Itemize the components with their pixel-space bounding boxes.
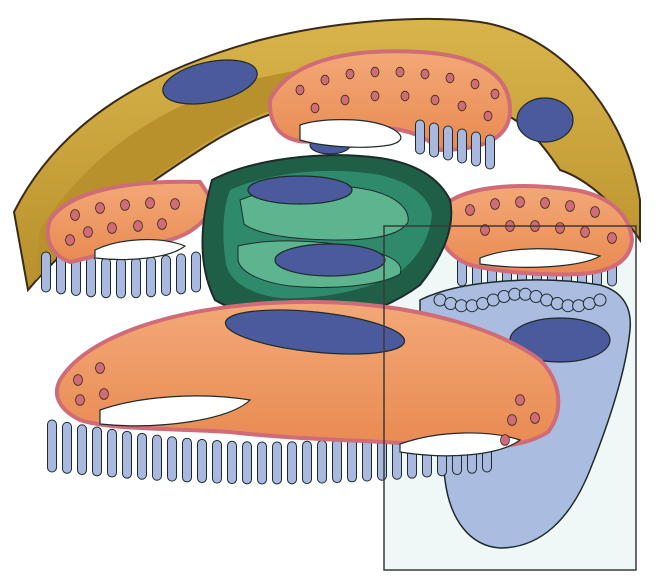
microvillus-icon — [551, 298, 563, 310]
pore-icon — [491, 199, 500, 210]
villus-icon — [102, 258, 111, 298]
villus-icon — [258, 442, 267, 484]
villus-icon — [228, 441, 237, 483]
pore-icon — [516, 197, 525, 208]
microvillus-icon — [541, 294, 553, 306]
microvillus-icon — [583, 298, 595, 310]
villus-icon — [333, 439, 342, 482]
villus-icon — [123, 431, 132, 478]
villus-icon — [153, 435, 162, 480]
villus-icon — [416, 120, 425, 154]
villus-icon — [486, 135, 495, 169]
villus-icon — [198, 439, 207, 482]
pore-icon — [74, 375, 83, 386]
pore-icon — [171, 199, 180, 210]
pore-icon — [458, 101, 466, 111]
pore-icon — [321, 75, 329, 85]
pore-icon — [581, 227, 590, 238]
pore-icon — [446, 73, 454, 83]
pore-icon — [591, 207, 600, 218]
microvillus-icon — [445, 298, 457, 310]
pore-icon — [71, 210, 80, 221]
microvillus-icon — [466, 300, 478, 312]
villus-icon — [444, 126, 453, 160]
pore-icon — [311, 103, 319, 113]
villus-icon — [363, 437, 372, 481]
villus-icon — [348, 438, 357, 482]
microvillus-icon — [498, 290, 510, 302]
villus-icon — [63, 422, 72, 473]
pore-icon — [341, 95, 349, 105]
pore-icon — [158, 219, 167, 230]
villus-icon — [288, 442, 297, 484]
pore-icon — [516, 395, 525, 406]
microvillus-icon — [594, 294, 606, 306]
pore-icon — [566, 201, 575, 212]
villus-icon — [192, 252, 201, 292]
pore-icon — [401, 91, 409, 101]
villus-icon — [183, 438, 192, 482]
microvillus-icon — [434, 294, 446, 306]
microvillus-icon — [573, 300, 585, 312]
villus-icon — [243, 442, 252, 484]
pore-icon — [466, 205, 475, 216]
villus-icon — [42, 252, 51, 292]
villus-icon — [162, 256, 171, 296]
villus-icon — [168, 437, 177, 481]
pore-icon — [491, 89, 499, 99]
pore-icon — [556, 223, 565, 234]
pore-icon — [76, 395, 85, 406]
villus-icon — [117, 258, 126, 298]
villus-icon — [430, 123, 439, 157]
villus-icon — [108, 429, 117, 477]
pore-icon — [431, 95, 439, 105]
pore-icon — [108, 223, 117, 234]
pore-icon — [346, 69, 354, 79]
villus-icon — [273, 442, 282, 484]
villus-icon — [87, 257, 96, 297]
villus-icon — [213, 440, 222, 483]
villus-icon — [458, 129, 467, 163]
pore-icon — [484, 111, 492, 121]
microvillus-icon — [530, 290, 542, 302]
microvillus-icon — [519, 288, 531, 300]
pore-icon — [96, 203, 105, 214]
villus-icon — [177, 254, 186, 294]
pore-icon — [100, 389, 109, 400]
pore-icon — [134, 221, 143, 232]
pore-icon — [501, 435, 510, 446]
villus-icon — [472, 132, 481, 166]
pore-icon — [371, 91, 379, 101]
pore-icon — [508, 415, 517, 426]
pore-icon — [471, 79, 479, 89]
pore-icon — [296, 85, 304, 95]
villus-icon — [48, 420, 57, 472]
pore-icon — [121, 200, 130, 211]
villus-icon — [132, 258, 141, 298]
microvillus-icon — [477, 298, 489, 310]
pore-icon — [96, 363, 105, 374]
pore-icon — [371, 67, 379, 77]
pore-icon — [84, 227, 93, 238]
pore-icon — [541, 198, 550, 209]
villus-icon — [147, 257, 156, 297]
villus-icon — [93, 427, 102, 476]
villus-icon — [78, 425, 87, 475]
villus-icon — [138, 433, 147, 479]
pore-icon — [66, 235, 75, 246]
pore-icon — [421, 69, 429, 79]
villus-icon — [318, 440, 327, 483]
pore-icon — [146, 198, 155, 209]
pore-icon — [396, 67, 404, 77]
pore-icon — [608, 233, 617, 244]
villus-icon — [303, 441, 312, 483]
microvillus-icon — [487, 294, 499, 306]
pore-icon — [531, 413, 540, 424]
